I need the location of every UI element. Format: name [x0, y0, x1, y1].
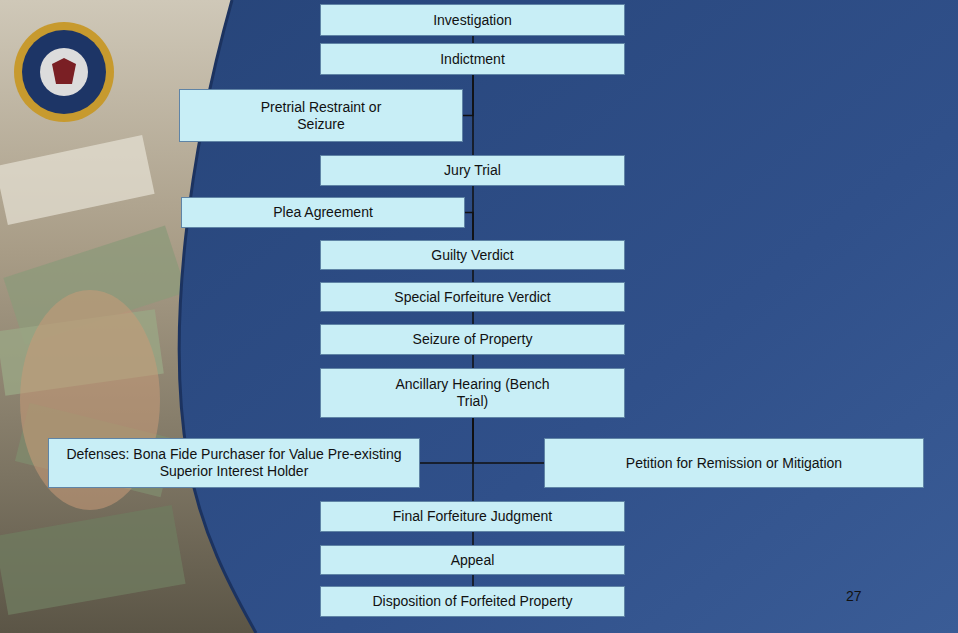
process-box: Final Forfeiture Judgment: [320, 501, 625, 532]
seal-emblem: [40, 48, 88, 96]
connector-line: [472, 312, 474, 324]
connector-line: [420, 418, 473, 463]
box-text: Pretrial Restraint or Seizure: [246, 99, 396, 133]
connector-line: [472, 270, 474, 282]
box-text: Special Forfeiture Verdict: [394, 289, 550, 306]
process-box: Plea Agreement: [181, 197, 465, 228]
process-box: Defenses: Bona Fide Purchaser for Value …: [48, 438, 420, 488]
process-box: Appeal: [320, 545, 625, 575]
process-box: Guilty Verdict: [320, 240, 625, 270]
box-text: Jury Trial: [444, 162, 501, 179]
box-text: Investigation: [433, 12, 512, 29]
connector-line: [473, 418, 544, 463]
box-text: Indictment: [440, 51, 505, 68]
connector-line: [472, 418, 474, 501]
process-box: Ancillary Hearing (Bench Trial): [320, 368, 625, 418]
banknote: [0, 505, 186, 615]
box-text: Appeal: [451, 552, 495, 569]
connector-line: [472, 575, 474, 586]
process-box: Jury Trial: [320, 155, 625, 186]
connector-line: [472, 75, 474, 155]
seal-center: [22, 30, 106, 114]
process-box: Disposition of Forfeited Property: [320, 586, 625, 617]
process-box: Investigation: [320, 4, 625, 36]
seal-ring: [14, 22, 114, 122]
seal-shield: [52, 58, 76, 84]
box-text: Petition for Remission or Mitigation: [626, 455, 842, 472]
connector-line: [465, 213, 473, 241]
box-text: Defenses: Bona Fide Purchaser for Value …: [64, 446, 404, 480]
connector-line: [472, 532, 474, 545]
process-box: Seizure of Property: [320, 324, 625, 355]
process-box: Pretrial Restraint or Seizure: [179, 89, 463, 142]
connector-line: [472, 355, 474, 368]
process-box: Indictment: [320, 43, 625, 75]
box-text: Disposition of Forfeited Property: [373, 593, 573, 610]
slide-number: 27: [846, 588, 862, 604]
process-box: Special Forfeiture Verdict: [320, 282, 625, 312]
box-text: Guilty Verdict: [431, 247, 513, 264]
blue-panel: [179, 0, 958, 633]
box-text: Plea Agreement: [273, 204, 373, 221]
connector-line: [463, 75, 473, 116]
process-box: Petition for Remission or Mitigation: [544, 438, 924, 488]
box-text: Final Forfeiture Judgment: [393, 508, 553, 525]
connector-line: [472, 36, 474, 43]
paper-sheet: [0, 135, 155, 225]
box-text: Ancillary Hearing (Bench Trial): [383, 376, 563, 410]
box-text: Seizure of Property: [413, 331, 533, 348]
